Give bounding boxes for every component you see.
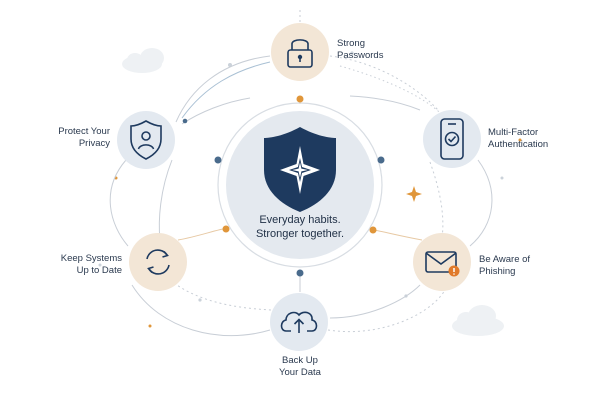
ring-dot-lower-left (222, 225, 230, 233)
user-shield-icon (130, 120, 162, 160)
decor-dot (518, 138, 522, 142)
connector-lines (109, 10, 493, 337)
decor-dot (198, 298, 202, 302)
ring-dot-lower-right (369, 226, 377, 234)
label-back-up-your-data: Back Up Your Data (279, 355, 321, 378)
shield-star-icon (264, 127, 336, 212)
refresh-arrows-icon (146, 249, 170, 275)
padlock-icon (287, 39, 313, 68)
decor-dot (98, 263, 102, 267)
ring-dot-small (182, 118, 188, 124)
node-keep-systems-up-to-date (129, 233, 187, 291)
phone-check-icon (440, 118, 464, 160)
node-strong-passwords (271, 23, 329, 81)
envelope-warning-icon (425, 251, 460, 277)
decor-dot (500, 176, 504, 180)
center-tagline: Everyday habits. Stronger together. (255, 214, 345, 240)
center-outer-ring (217, 102, 383, 268)
label-strong-passwords: Strong Passwords (337, 38, 384, 61)
node-protect-your-privacy (117, 111, 175, 169)
label-multi-factor-authentication: Multi-Factor Authentication (488, 127, 549, 150)
ring-dot-top (296, 95, 304, 103)
cloud-decoration-right (452, 305, 504, 336)
ring-dot-bottom (296, 269, 304, 277)
ring-dot-left (214, 156, 222, 164)
label-protect-your-privacy: Protect Your Privacy (58, 126, 110, 149)
sparkle-icon (406, 186, 422, 202)
node-be-aware-of-phishing (413, 233, 471, 291)
decor-dot (350, 51, 354, 55)
decor-dot (148, 324, 152, 328)
node-back-up-your-data (270, 293, 328, 351)
node-multi-factor-authentication (423, 110, 481, 168)
label-be-aware-of-phishing: Be Aware of Phishing (479, 254, 531, 277)
label-keep-systems-up-to-date: Keep Systems Up to Date (60, 253, 122, 276)
ring-dot-right (377, 156, 385, 164)
cloud-upload-icon (280, 311, 318, 333)
cloud-decoration-left (122, 48, 164, 73)
